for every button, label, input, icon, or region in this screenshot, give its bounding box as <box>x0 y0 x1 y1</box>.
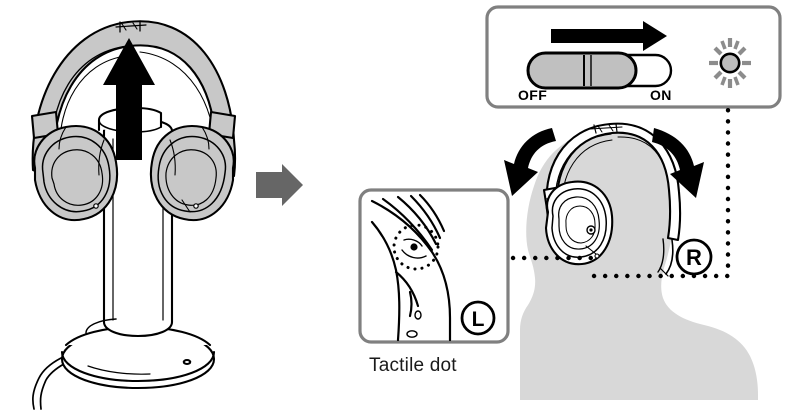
earcup-inner-edges <box>98 139 176 176</box>
tactile-dot-caption: Tactile dot <box>369 355 457 376</box>
switch-off-label: OFF <box>518 87 548 103</box>
right-channel-letter: R <box>686 245 702 270</box>
power-indicator-lamp <box>709 38 751 88</box>
worn-right-band-tail <box>657 238 674 277</box>
worn-left-earcup <box>544 180 614 266</box>
stand-base <box>60 325 216 390</box>
switch-slide-arrow <box>551 21 667 51</box>
step-arrow <box>256 164 303 206</box>
tactile-earcup-detail <box>370 193 452 342</box>
right-earcup <box>149 125 235 222</box>
left-channel-letter: L <box>472 308 485 331</box>
lift-up-arrow <box>103 38 155 160</box>
right-channel-marker: R <box>675 238 713 276</box>
wear-left-curved-arrow <box>504 128 556 196</box>
tactile-dot-highlight-circle <box>392 223 440 271</box>
power-switch[interactable] <box>526 51 673 90</box>
wear-right-curved-arrow <box>652 128 704 198</box>
leader-line-switch <box>591 107 731 279</box>
left-earcup <box>33 125 119 222</box>
switch-on-label: ON <box>650 87 672 103</box>
left-channel-marker: L <box>460 300 496 336</box>
switch-knob <box>526 51 638 90</box>
